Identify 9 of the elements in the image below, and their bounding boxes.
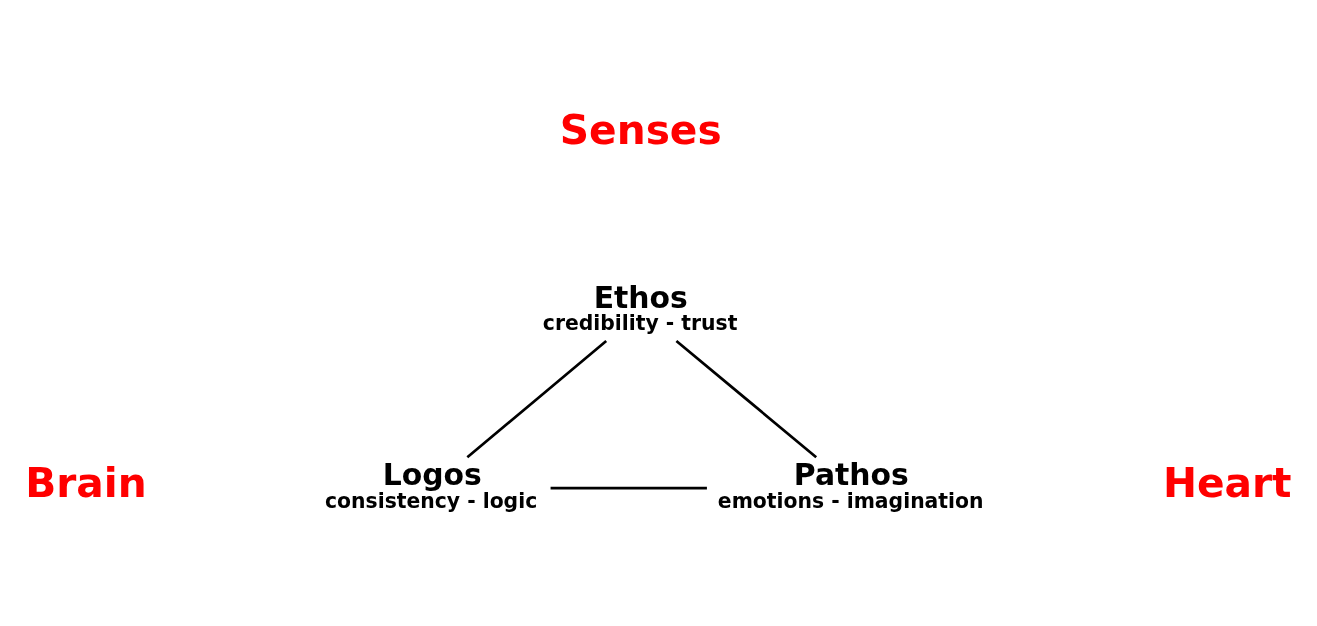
connector	[466, 339, 608, 459]
connector	[675, 339, 818, 459]
node-text: Pathos emotions - imagination	[717, 457, 984, 513]
label: Brain	[25, 458, 147, 507]
node-text: Ethos credibility - trust	[542, 279, 738, 335]
label: Heart	[1162, 458, 1292, 507]
label: Senses	[559, 106, 722, 155]
node-text: Logos consistency - logic	[325, 457, 538, 513]
connector	[550, 486, 707, 490]
